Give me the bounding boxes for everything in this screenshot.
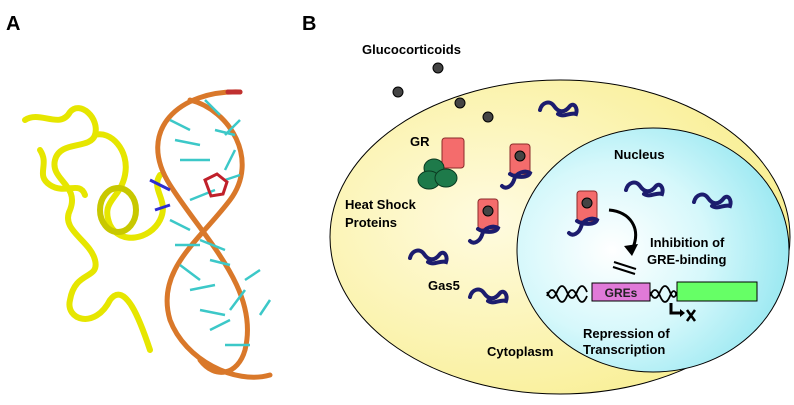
panel-a-label: A: [6, 13, 20, 35]
contact-residues: [149, 178, 171, 212]
dna-helix: [546, 285, 678, 303]
block-icon: [612, 261, 637, 275]
inhibition-arrow: [608, 208, 638, 251]
gres-box: [591, 282, 651, 302]
highlighted-base: [203, 172, 229, 198]
transcription-start-arrow: [669, 303, 680, 315]
protein-dna-structure: [22, 89, 273, 380]
cytoplasm-label: Cytoplasm: [487, 344, 553, 359]
protein-ribbon: [22, 105, 166, 353]
inhibition-label-1: Inhibition of: [650, 235, 725, 250]
inhibition-label-2: GRE-binding: [647, 252, 726, 267]
heat-shock-label: Heat Shock: [345, 197, 417, 212]
nucleus: [516, 127, 790, 373]
proteins-label: Proteins: [345, 215, 397, 230]
gas5-label: Gas5: [428, 278, 460, 293]
x-mark-icon: [685, 309, 697, 322]
gr-hsp-complex: [417, 137, 465, 190]
glucocorticoid-molecules: [392, 62, 494, 123]
dna-bases: [169, 99, 272, 347]
repression-label-2: Transcription: [583, 342, 665, 357]
repression-label-1: Repression of: [583, 326, 670, 341]
gene-box: [676, 281, 758, 302]
dna-backbone: [155, 89, 273, 380]
panel-b-label: B: [302, 13, 316, 35]
gres-label: GREs: [605, 286, 638, 300]
gr-label: GR: [410, 134, 430, 149]
arrowhead-icon: [680, 309, 685, 317]
nucleus-label: Nucleus: [614, 147, 665, 162]
arrowhead-icon: [624, 244, 638, 256]
glucocorticoids-label: Glucocorticoids: [362, 42, 461, 57]
